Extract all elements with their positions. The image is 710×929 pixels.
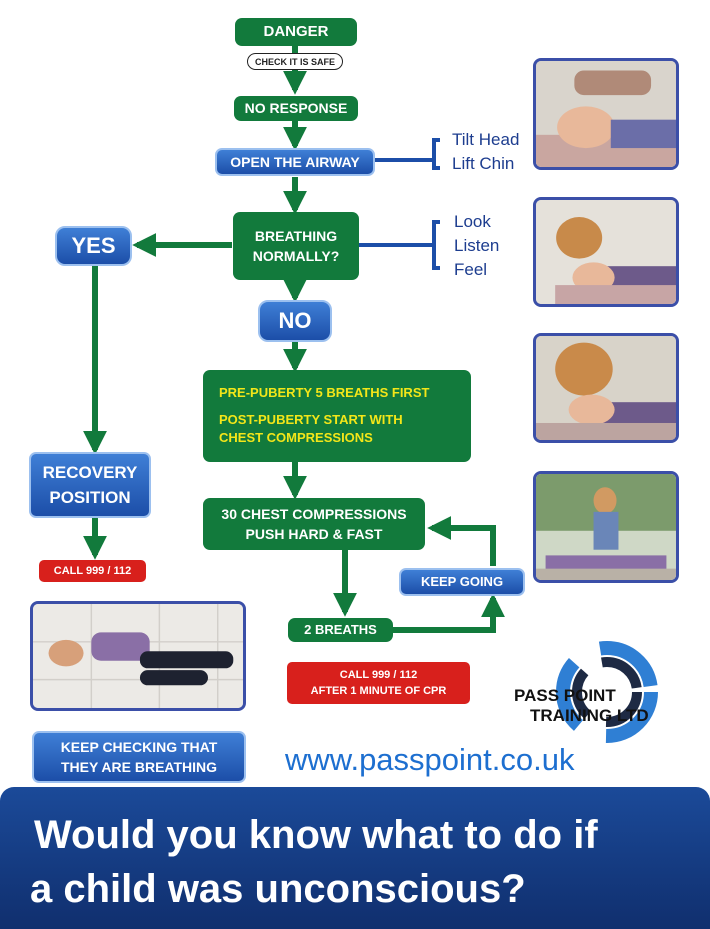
call-after-cpr-box: CALL 999 / 112 AFTER 1 MINUTE OF CPR	[287, 662, 470, 704]
photo-chest-compressions	[533, 471, 679, 583]
no-response-box: NO RESPONSE	[234, 96, 358, 121]
photo-rescue-breaths	[533, 333, 679, 443]
banner-line2: a child was unconscious?	[30, 867, 526, 911]
breathing-bracket	[432, 220, 440, 270]
keep-going-box: KEEP GOING	[399, 568, 525, 596]
brand-name: PASS POINT TRAINING LTD	[512, 686, 702, 726]
brand-line1: PASS POINT	[514, 686, 616, 705]
cpr-protocol-box: PRE-PUBERTY 5 BREATHS FIRST POST-PUBERTY…	[203, 370, 471, 462]
check-safe-label: CHECK IT IS SAFE	[254, 56, 335, 67]
check-safe-pill: CHECK IT IS SAFE	[247, 53, 343, 70]
recovery-line1: RECOVERY	[42, 462, 138, 482]
compressions-line1: 30 CHEST COMPRESSIONS	[221, 505, 407, 522]
breathing-check: Feel	[454, 260, 488, 279]
photo-recovery-position	[30, 601, 246, 711]
call-cpr-line2: AFTER 1 MINUTE OF CPR	[310, 684, 447, 697]
compressions-line2: PUSH HARD & FAST	[245, 526, 383, 542]
arrow-keep-going-to-compressions	[427, 516, 496, 566]
post-puberty-line1: POST-PUBERTY START WITH	[219, 412, 403, 428]
two-breaths-label: 2 BREATHS	[304, 621, 377, 637]
no-label: NO	[278, 308, 312, 334]
chest-compressions-box: 30 CHEST COMPRESSIONS PUSH HARD & FAST	[203, 498, 425, 550]
post-puberty-line2: CHEST COMPRESSIONS	[219, 429, 373, 445]
open-airway-label: OPEN THE AIRWAY	[230, 153, 360, 170]
danger-label: DANGER	[263, 23, 329, 41]
pre-puberty-label: PRE-PUBERTY 5 BREATHS FIRST	[219, 385, 430, 401]
airway-steps-list: Tilt Head Lift Chin	[452, 128, 519, 176]
bottom-banner: Would you know what to do if a child was…	[0, 787, 710, 929]
keep-going-label: KEEP GOING	[420, 573, 504, 589]
no-response-label: NO RESPONSE	[244, 100, 348, 117]
two-breaths-box: 2 BREATHS	[288, 618, 393, 642]
call-left-label: CALL 999 / 112	[53, 564, 132, 577]
brand-line2: TRAINING LTD	[530, 706, 649, 725]
photo-tilt-head	[533, 58, 679, 170]
website-link[interactable]: www.passpoint.co.uk	[285, 742, 575, 777]
breathing-check: Listen	[454, 236, 500, 255]
recovery-position-box: RECOVERY POSITION	[29, 452, 151, 518]
breathing-normally-box: BREATHING NORMALLY?	[233, 212, 359, 280]
recovery-line2: POSITION	[49, 487, 131, 507]
arrow-breaths-to-keep-going	[393, 593, 505, 633]
breathing-checks-list: Look Listen Feel	[454, 210, 499, 282]
breathing-check: Look	[454, 212, 491, 231]
no-box: NO	[258, 300, 332, 342]
yes-box: YES	[55, 226, 132, 266]
danger-box: DANGER	[235, 18, 357, 46]
photo-look-listen	[533, 197, 679, 307]
call-cpr-line1: CALL 999 / 112	[339, 668, 418, 681]
banner-line1: Would you know what to do if	[34, 813, 598, 857]
open-airway-box: OPEN THE AIRWAY	[215, 148, 375, 176]
passpoint-logo-graphic	[556, 641, 658, 743]
keep-checking-line2: THEY ARE BREATHING	[60, 759, 218, 775]
keep-checking-box: KEEP CHECKING THAT THEY ARE BREATHING	[32, 731, 246, 783]
yes-label: YES	[71, 233, 116, 259]
airway-bracket	[432, 138, 440, 170]
airway-step: Lift Chin	[452, 154, 515, 173]
call-emergency-box: CALL 999 / 112	[39, 560, 146, 582]
keep-checking-line1: KEEP CHECKING THAT	[60, 738, 218, 755]
airway-step: Tilt Head	[452, 130, 520, 149]
breathing-line2: NORMALLY?	[252, 248, 340, 264]
breathing-line1: BREATHING	[254, 227, 338, 244]
